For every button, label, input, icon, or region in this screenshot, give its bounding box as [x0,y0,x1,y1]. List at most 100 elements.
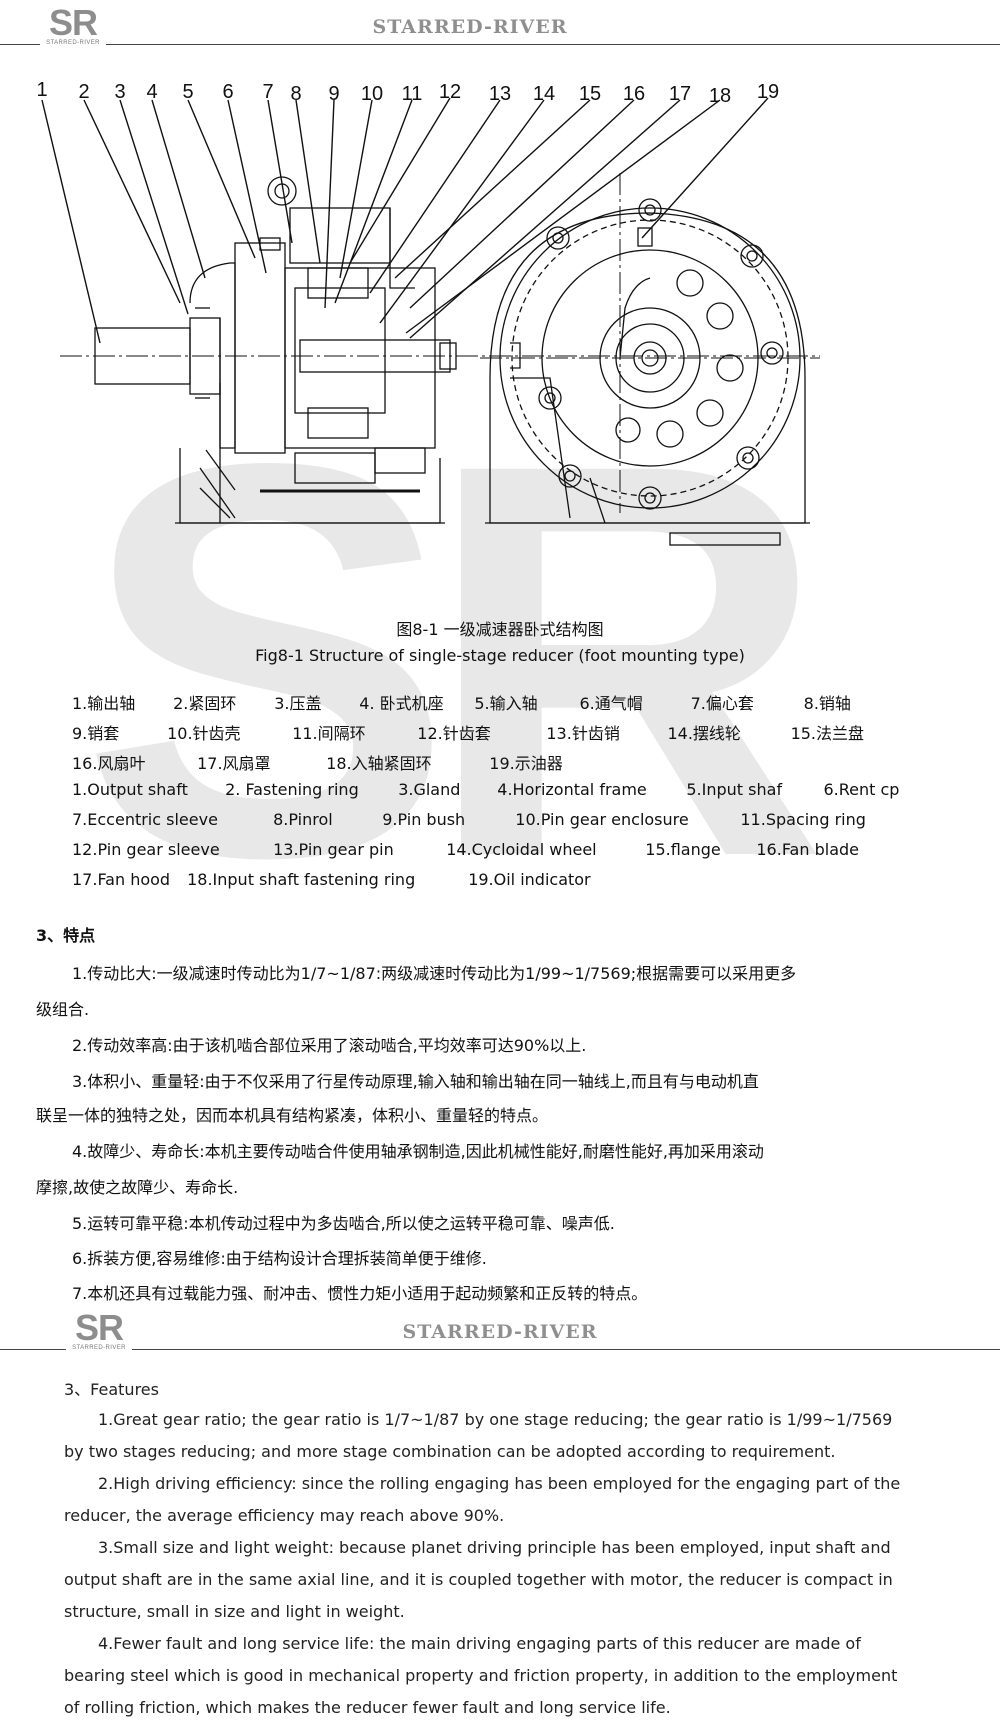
legend-item: 16.Fan blade [756,840,859,859]
feature-en-line: 4.Fewer fault and long service life: the… [98,1634,861,1653]
legend-item: 19.Oil indicator [468,870,591,889]
callout-label: 18 [709,85,731,107]
features-heading-en: 3、Features [64,1380,159,1399]
legend-item: 15.flange [645,840,721,859]
pin-holes [615,269,744,448]
legend-item: 5.输入轴 [474,694,538,713]
legend-item: 8.销轴 [803,694,851,713]
feature-en-line: 3.Small size and light weight: because p… [98,1538,891,1557]
callout-label: 4 [146,81,157,103]
callout-label: 3 [114,81,125,103]
bolt-circles [538,198,784,510]
legend-item: 13.针齿销 [546,724,620,743]
legend-item: 3.Gland [398,780,461,799]
feature-cn-line: 3.体积小、重量轻:由于不仅采用了行星传动原理,输入轴和输出轴在同一轴线上,而且… [72,1072,759,1091]
feature-cn-line: 2.传动效率高:由于该机啮合部位采用了滚动啮合,平均效率可达90%以上. [72,1036,587,1055]
feature-en-line: reducer, the average efficiency may reac… [64,1506,505,1525]
legend-item: 14.摆线轮 [667,724,741,743]
logo-subtext: STARRED-RIVER [46,40,100,46]
legend-item: 17.风扇罩 [197,754,271,773]
logo-subtext: STARRED-RIVER [72,1345,126,1351]
figure-caption-en: Fig8-1 Structure of single-stage reducer… [255,646,745,665]
legend-item: 2. Fastening ring [225,780,359,799]
brand-name: STARRED-RIVER [372,16,568,38]
callout-label: 6 [222,81,233,103]
legend-cn-row-3: 16.风扇叶 17.风扇罩 18.入轴紧固环 19.示油器 [72,750,589,774]
feature-en-line: bearing steel which is good in mechanica… [64,1666,898,1685]
brand-logo: SR STARRED-RIVER [66,1307,132,1351]
feature-cn-line: 7.本机还具有过载能力强、耐冲击、惯性力矩小适用于起动频繁和正反转的特点。 [72,1284,648,1303]
page-header-second: SR STARRED-RIVER STARRED-RIVER [0,1305,1000,1357]
callout-label: 11 [402,83,423,105]
callout-label: 7 [262,81,273,103]
legend-item: 11.Spacing ring [740,810,866,829]
legend-en-row-2: 7.Eccentric sleeve 8.Pinrol 9.Pin bush 1… [72,810,890,829]
legend-cn-row-1: 1.输出轴 2.紧固环 3.压盖 4. 卧式机座 5.输入轴 6.通气帽 7.偏… [72,690,874,714]
callout-label: 13 [489,83,511,105]
feature-cn-line: 摩擦,故使之故障少、寿命长. [36,1178,239,1197]
legend-cn-row-2: 9.销套 10.针齿壳 11.间隔环 12.针齿套 13.针齿销 14.摆线轮 … [72,720,881,744]
legend-item: 10.针齿壳 [167,724,241,743]
callout-label: 1 [36,79,47,101]
feature-en-line: 1.Great gear ratio; the gear ratio is 1/… [98,1410,893,1429]
callout-numbers: 1 2 3 4 5 6 7 8 9 10 11 12 13 14 15 16 1… [36,79,779,107]
callout-label: 9 [328,83,339,105]
callout-label: 8 [290,83,301,105]
legend-item: 9.Pin bush [382,810,466,829]
legend-item: 4. 卧式机座 [359,694,444,713]
callout-label: 10 [361,83,383,105]
brand-logo: SR STARRED-RIVER [40,2,106,46]
legend-item: 10.Pin gear enclosure [515,810,689,829]
feature-cn-line: 4.故障少、寿命长:本机主要传动啮合件使用轴承钢制造,因此机械性能好,耐磨性能好… [72,1142,764,1161]
figure-caption-cn: 图8-1 一级减速器卧式结构图 [396,620,604,639]
legend-item: 9.销套 [72,724,120,743]
legend-item: 12.针齿套 [417,724,491,743]
logo-mark: SR [48,2,98,43]
legend-item: 13.Pin gear pin [273,840,394,859]
legend-item: 1.Output shaft [72,780,188,799]
legend-item: 19.示油器 [489,754,563,773]
legend-item: 6.通气帽 [579,694,643,713]
legend-item: 1.输出轴 [72,694,136,713]
callout-label: 12 [439,81,461,103]
legend-item: 2.紧固环 [173,694,237,713]
feature-cn-line: 级组合. [36,1000,90,1019]
header-rule [0,1349,1000,1350]
legend-item: 12.Pin gear sleeve [72,840,220,859]
legend-item: 3.压盖 [274,694,322,713]
legend-item: 18.入轴紧固环 [326,754,432,773]
reducer-structure-drawing: 1 2 3 4 5 6 7 8 9 10 11 12 13 14 15 16 1… [36,79,820,546]
legend-item: 14.Cycloidal wheel [446,840,597,859]
legend-item: 6.Rent cp [823,780,900,799]
feature-cn-line: 6.拆装方便,容易维修:由于结构设计合理拆装简单便于维修. [72,1249,487,1268]
end-view [480,173,820,546]
legend-item: 8.Pinrol [273,810,333,829]
page-header-top: SR STARRED-RIVER STARRED-RIVER [0,0,1000,52]
callout-label: 16 [623,83,645,105]
legend-item: 5.Input shaf [686,780,783,799]
side-view [60,176,820,524]
legend-item: 11.间隔环 [292,724,366,743]
logo-mark: SR [74,1307,124,1348]
legend-en-row-3: 12.Pin gear sleeve 13.Pin gear pin 14.Cy… [72,840,876,859]
watermark-logo: SR [80,347,828,973]
feature-en-line: by two stages reducing; and more stage c… [64,1442,836,1461]
feature-en-line: structure, small in size and light in we… [64,1602,405,1621]
callout-label: 14 [533,83,555,105]
legend-item: 4.Horizontal frame [497,780,647,799]
callout-label: 15 [579,83,601,105]
legend-en-row-4: 17.Fan hood 18.Input shaft fastening rin… [72,870,608,889]
brand-name: STARRED-RIVER [402,1321,598,1343]
feature-cn-line: 1.传动比大:一级减速时传动比为1/7~1/87:两级减速时传动比为1/99~1… [72,964,797,983]
legend-item: 16.风扇叶 [72,754,146,773]
legend-en-row-1: 1.Output shaft 2. Fastening ring 3.Gland… [72,780,923,799]
feature-cn-line: 联呈一体的独特之处，因而本机具有结构紧凑，体积小、重量轻的特点。 [36,1106,549,1125]
feature-cn-line: 5.运转可靠平稳:本机传动过程中为多齿啮合,所以使之运转平稳可靠、噪声低. [72,1214,615,1233]
legend-item: 15.法兰盘 [790,724,865,743]
feature-en-line: output shaft are in the same axial line,… [64,1570,893,1589]
feature-en-line: of rolling friction, which makes the red… [64,1698,671,1717]
legend-item: 7.Eccentric sleeve [72,810,218,829]
legend-item: 17.Fan hood [72,870,171,889]
callout-label: 17 [669,83,691,105]
callout-label: 2 [78,81,89,103]
